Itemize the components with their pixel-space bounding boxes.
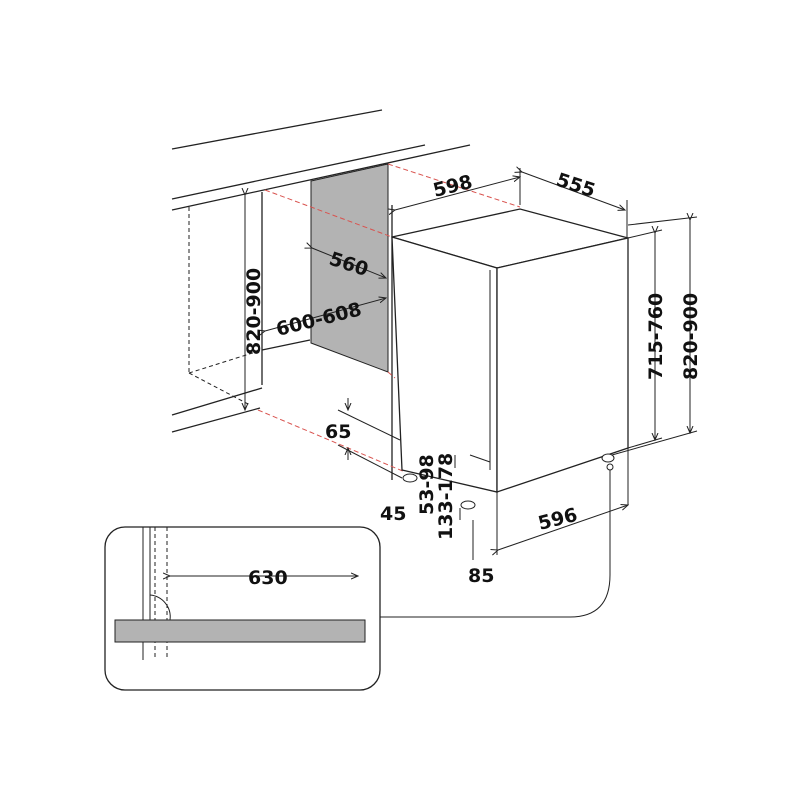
dim-foot-45: 45: [380, 503, 406, 525]
foot-front-left: [402, 473, 418, 483]
dim-front-width: 596: [536, 504, 580, 535]
dim-total-height: 820-900: [680, 293, 702, 380]
door-open-bar: [114, 619, 366, 643]
dim-plinth-65: 65: [325, 421, 351, 443]
dim-foot-133-178: 133-178: [435, 453, 457, 540]
dim-foot-53-98: 53-98: [416, 454, 438, 515]
dim-plinth-85: 85: [468, 565, 494, 587]
dim-door-swing: 630: [248, 567, 288, 589]
inset-connector: [380, 470, 611, 618]
dim-appliance-height: 715-760: [645, 293, 667, 380]
countertop: [171, 109, 471, 211]
dimension-lines: [245, 168, 698, 560]
dishwasher-body: [391, 208, 629, 510]
dim-niche-height: 820-900: [243, 268, 265, 355]
door-swing-inset: [104, 526, 381, 691]
dim-width-top: 598: [431, 171, 475, 202]
foot-rear-right: [601, 453, 615, 463]
dim-depth-top: 555: [553, 169, 598, 202]
foot-front-right: [460, 500, 476, 510]
